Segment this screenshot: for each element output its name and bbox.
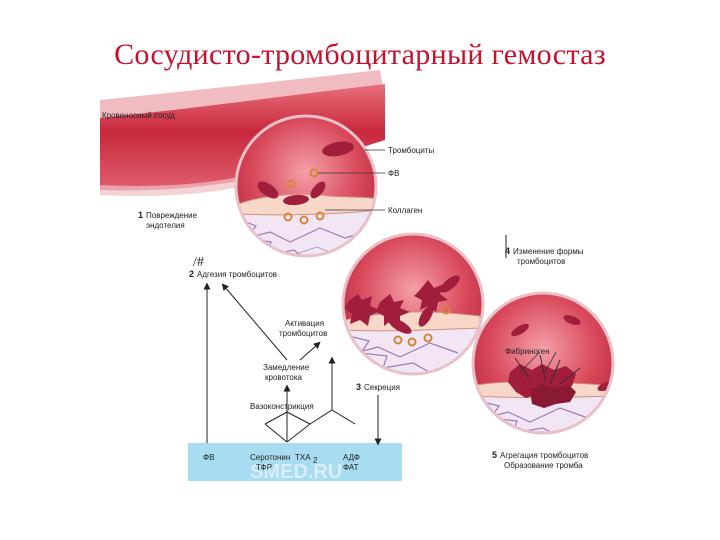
watermark: SMED.RU	[250, 461, 342, 483]
label-vasoconstriction: Вазоконстрикция	[250, 402, 314, 411]
step4-number: 4	[505, 246, 510, 256]
step4-label-b: тромбоцитов	[517, 257, 565, 266]
step5-label-b: Образование тромба	[504, 461, 583, 470]
box-fat: ФАТ	[343, 463, 359, 472]
step3-label: Секреция	[364, 383, 400, 392]
label-platelets: Тромбоциты	[388, 146, 434, 155]
box-serotonin: Серотонин	[250, 453, 290, 462]
pathway-arrows	[203, 235, 507, 446]
step5-number: 5	[492, 450, 497, 460]
step2-label: Адгезия тромбоцитов	[197, 270, 277, 279]
box-adp: АДФ	[343, 453, 360, 462]
circle-adhesion-secretion	[341, 232, 485, 376]
box-vwf: ФВ	[203, 453, 214, 462]
label-activation-a: Активация	[285, 319, 324, 328]
label-activation-b: тромбоцитов	[279, 329, 327, 338]
mark-text: /#	[193, 255, 204, 270]
step5-label-a: Агрегация тромбоцитов	[500, 451, 588, 460]
label-fibrinogen: Фибриноген	[505, 347, 550, 356]
label-slowing-a: Замедление	[263, 363, 310, 372]
step1-label-b: эндотелия	[146, 221, 185, 230]
label-slowing-b: кровотока	[265, 373, 303, 382]
box-txa: ТХА	[295, 453, 311, 462]
step3-number: 3	[356, 382, 361, 392]
step2-number: 2	[189, 269, 194, 279]
step1-label-a: Повреждение	[146, 211, 198, 220]
step4-label-a: Изменение формы	[513, 247, 584, 256]
label-vwf: ФВ	[388, 169, 399, 178]
circle-aggregation	[471, 291, 615, 435]
label-vessel: Кровеносный сосуд	[102, 111, 175, 120]
box-txa-sub: 2	[313, 456, 318, 465]
step1-number: 1	[138, 210, 143, 220]
label-collagen: Коллаген	[388, 206, 422, 215]
page-title: Сосудисто-тромбоцитарный гемостаз	[114, 38, 606, 71]
box-tfr: ТФР	[256, 463, 272, 472]
secretion-box	[188, 443, 402, 481]
